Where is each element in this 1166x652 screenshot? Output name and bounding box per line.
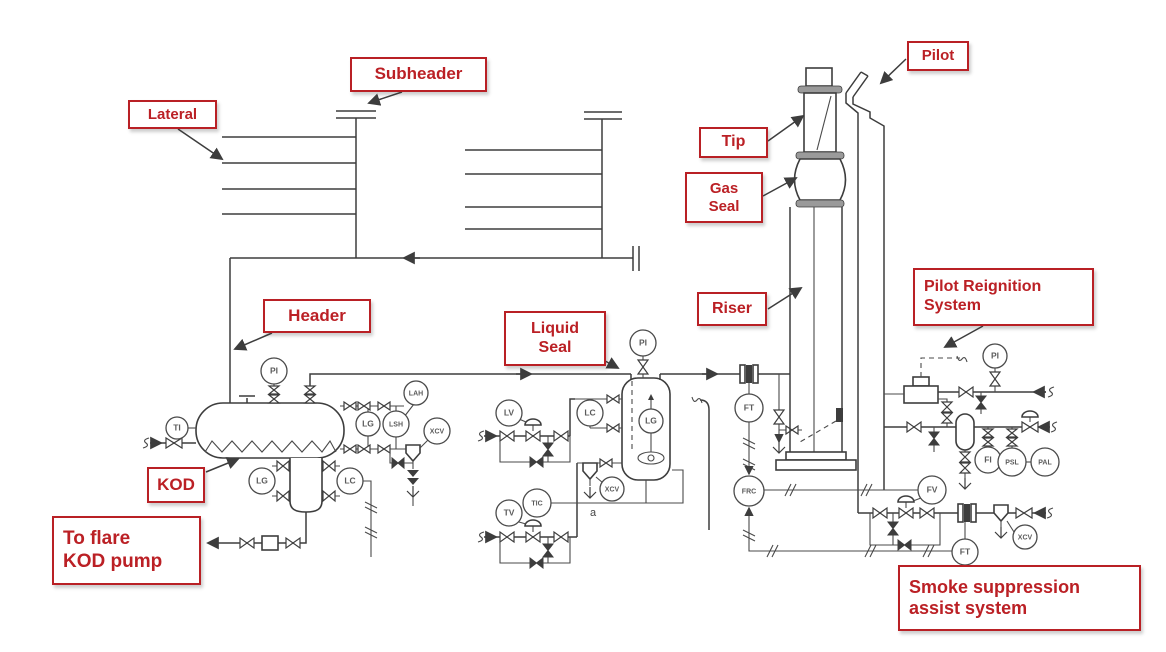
label-kod: KOD [147, 467, 205, 503]
instrument-lv-bubble [495, 399, 523, 427]
label-pilot: Pilot [907, 41, 969, 71]
tic-signal-line [551, 469, 684, 504]
lv-control-station [477, 398, 575, 469]
instrument-lg-tag: LG [645, 416, 657, 426]
instrument-ft-tag: FT [744, 403, 755, 413]
label-to-flare-kod-pump: To flare KOD pump [52, 516, 201, 585]
instrument-lsh-tag: LSH [389, 422, 403, 429]
instrument-xcv-bubble [1012, 524, 1038, 550]
flare-tip [803, 92, 837, 153]
instrument-frc-bubble [733, 475, 765, 507]
riser-base-lower [775, 459, 857, 471]
liquid-seal-lc [575, 393, 622, 434]
instrument-frc-tag: FRC [742, 489, 756, 496]
instrument-ft-bubble [734, 393, 764, 423]
smoke-suppression-system [742, 483, 1054, 558]
lateral-lines-left [222, 136, 356, 215]
instrument-lc-tag: LC [584, 408, 595, 418]
pilot-reignition-skid [884, 355, 1058, 490]
seal-vent-gooseneck [691, 396, 710, 530]
instrument-tic-tag: TIC [531, 501, 542, 508]
kod-drum [195, 395, 345, 459]
connector-a-annotation: a [590, 507, 597, 519]
kod-pump-line [206, 512, 307, 551]
instrument-ft-tag: FT [960, 547, 971, 557]
riser-base-upper [785, 451, 847, 461]
instrument-pal-tag: PAL [1038, 460, 1052, 467]
instrument-pi-bubble [260, 357, 288, 385]
instrument-ti-tag: TI [173, 423, 181, 433]
instrument-ti-bubble [165, 416, 189, 440]
label-gas-seal: Gas Seal [685, 172, 763, 223]
lateral-lines-right [465, 149, 602, 230]
pilot-gas-pot [955, 413, 975, 451]
label-header: Header [263, 299, 371, 333]
instrument-lg-tag: LG [256, 476, 268, 486]
instrument-fv-tag: FV [927, 485, 938, 495]
instrument-xcv-tag: XCV [605, 487, 620, 494]
kod-vapor-outlet [303, 367, 631, 404]
instrument-pi-tag: PI [639, 338, 647, 348]
flare-stack [775, 67, 857, 471]
kod-boot [272, 458, 378, 557]
instrument-tic-bubble [522, 488, 552, 518]
subheader-2 [584, 111, 622, 258]
instrument-pi-tag: PI [270, 366, 278, 376]
instrument-lsh-bubble [382, 410, 410, 438]
pilot-tube [845, 71, 885, 513]
instrument-lg-bubble [638, 408, 664, 434]
kod-xcv-drain [389, 70, 429, 506]
instrument-lah-tag: LAH [409, 391, 423, 398]
riser-column [789, 207, 843, 452]
instrument-lg-tag: LG [362, 419, 374, 429]
flame-front-generator [912, 376, 930, 387]
label-liquid-seal: Liquid Seal [504, 311, 606, 366]
instrument-xcv-bubble [423, 417, 451, 445]
instrument-pi-bubble [629, 329, 657, 357]
instrument-bubbles: TI PI LG LSH LAH XCV LG LC LV LC PI LG XCV TV TIC FT FRC… [165, 329, 1060, 566]
kod-level-bridle [340, 400, 415, 455]
instrument-xcv-tag: XCV [430, 429, 445, 436]
instrument-lc-tag: LC [344, 476, 355, 486]
riser-drain [772, 374, 802, 454]
instrument-fv-bubble [917, 475, 947, 505]
label-riser: Riser [697, 292, 767, 326]
instrument-lg-bubble [355, 411, 381, 437]
instrument-lv-tag: LV [504, 408, 515, 418]
instrument-xcv-bubble [599, 476, 625, 502]
kod-inlet-line [142, 427, 196, 450]
subheader-1 [336, 110, 376, 258]
label-tip: Tip [699, 127, 768, 158]
label-pilot-reignition-system: Pilot Reignition System [913, 268, 1094, 326]
instrument-xcv-tag: XCV [1018, 535, 1033, 542]
instrument-tv-tag: TV [504, 508, 515, 518]
leader-arrows [177, 58, 984, 473]
instrument-lc-bubble [576, 399, 604, 427]
instrument-lc-bubble [336, 467, 364, 495]
instrument-fi-tag: FI [984, 455, 992, 465]
kod-pi-nozzle [267, 384, 281, 404]
label-subheader: Subheader [350, 57, 487, 92]
flare-line-to-riser [660, 364, 790, 476]
instrument-lg-bubble [248, 467, 276, 495]
instrument-pi-tag: PI [991, 351, 999, 361]
label-smoke-suppression-assist-system: Smoke suppression assist system [898, 565, 1141, 631]
instrument-tv-bubble [495, 499, 523, 527]
instrument-pal-bubble [1030, 447, 1060, 477]
tv-control-station [477, 463, 578, 570]
instrument-psl-bubble [997, 447, 1027, 477]
liquid-seal-drain [577, 457, 622, 499]
tip-top-section [805, 67, 833, 87]
gas-seal-body [793, 158, 847, 201]
liquid-seal-pi [636, 356, 650, 378]
instrument-psl-tag: PSL [1005, 460, 1019, 467]
instrument-lah-bubble [403, 380, 429, 406]
label-lateral: Lateral [128, 100, 217, 129]
flare-header-line [229, 246, 640, 403]
instrument-pi-bubble [982, 343, 1008, 369]
